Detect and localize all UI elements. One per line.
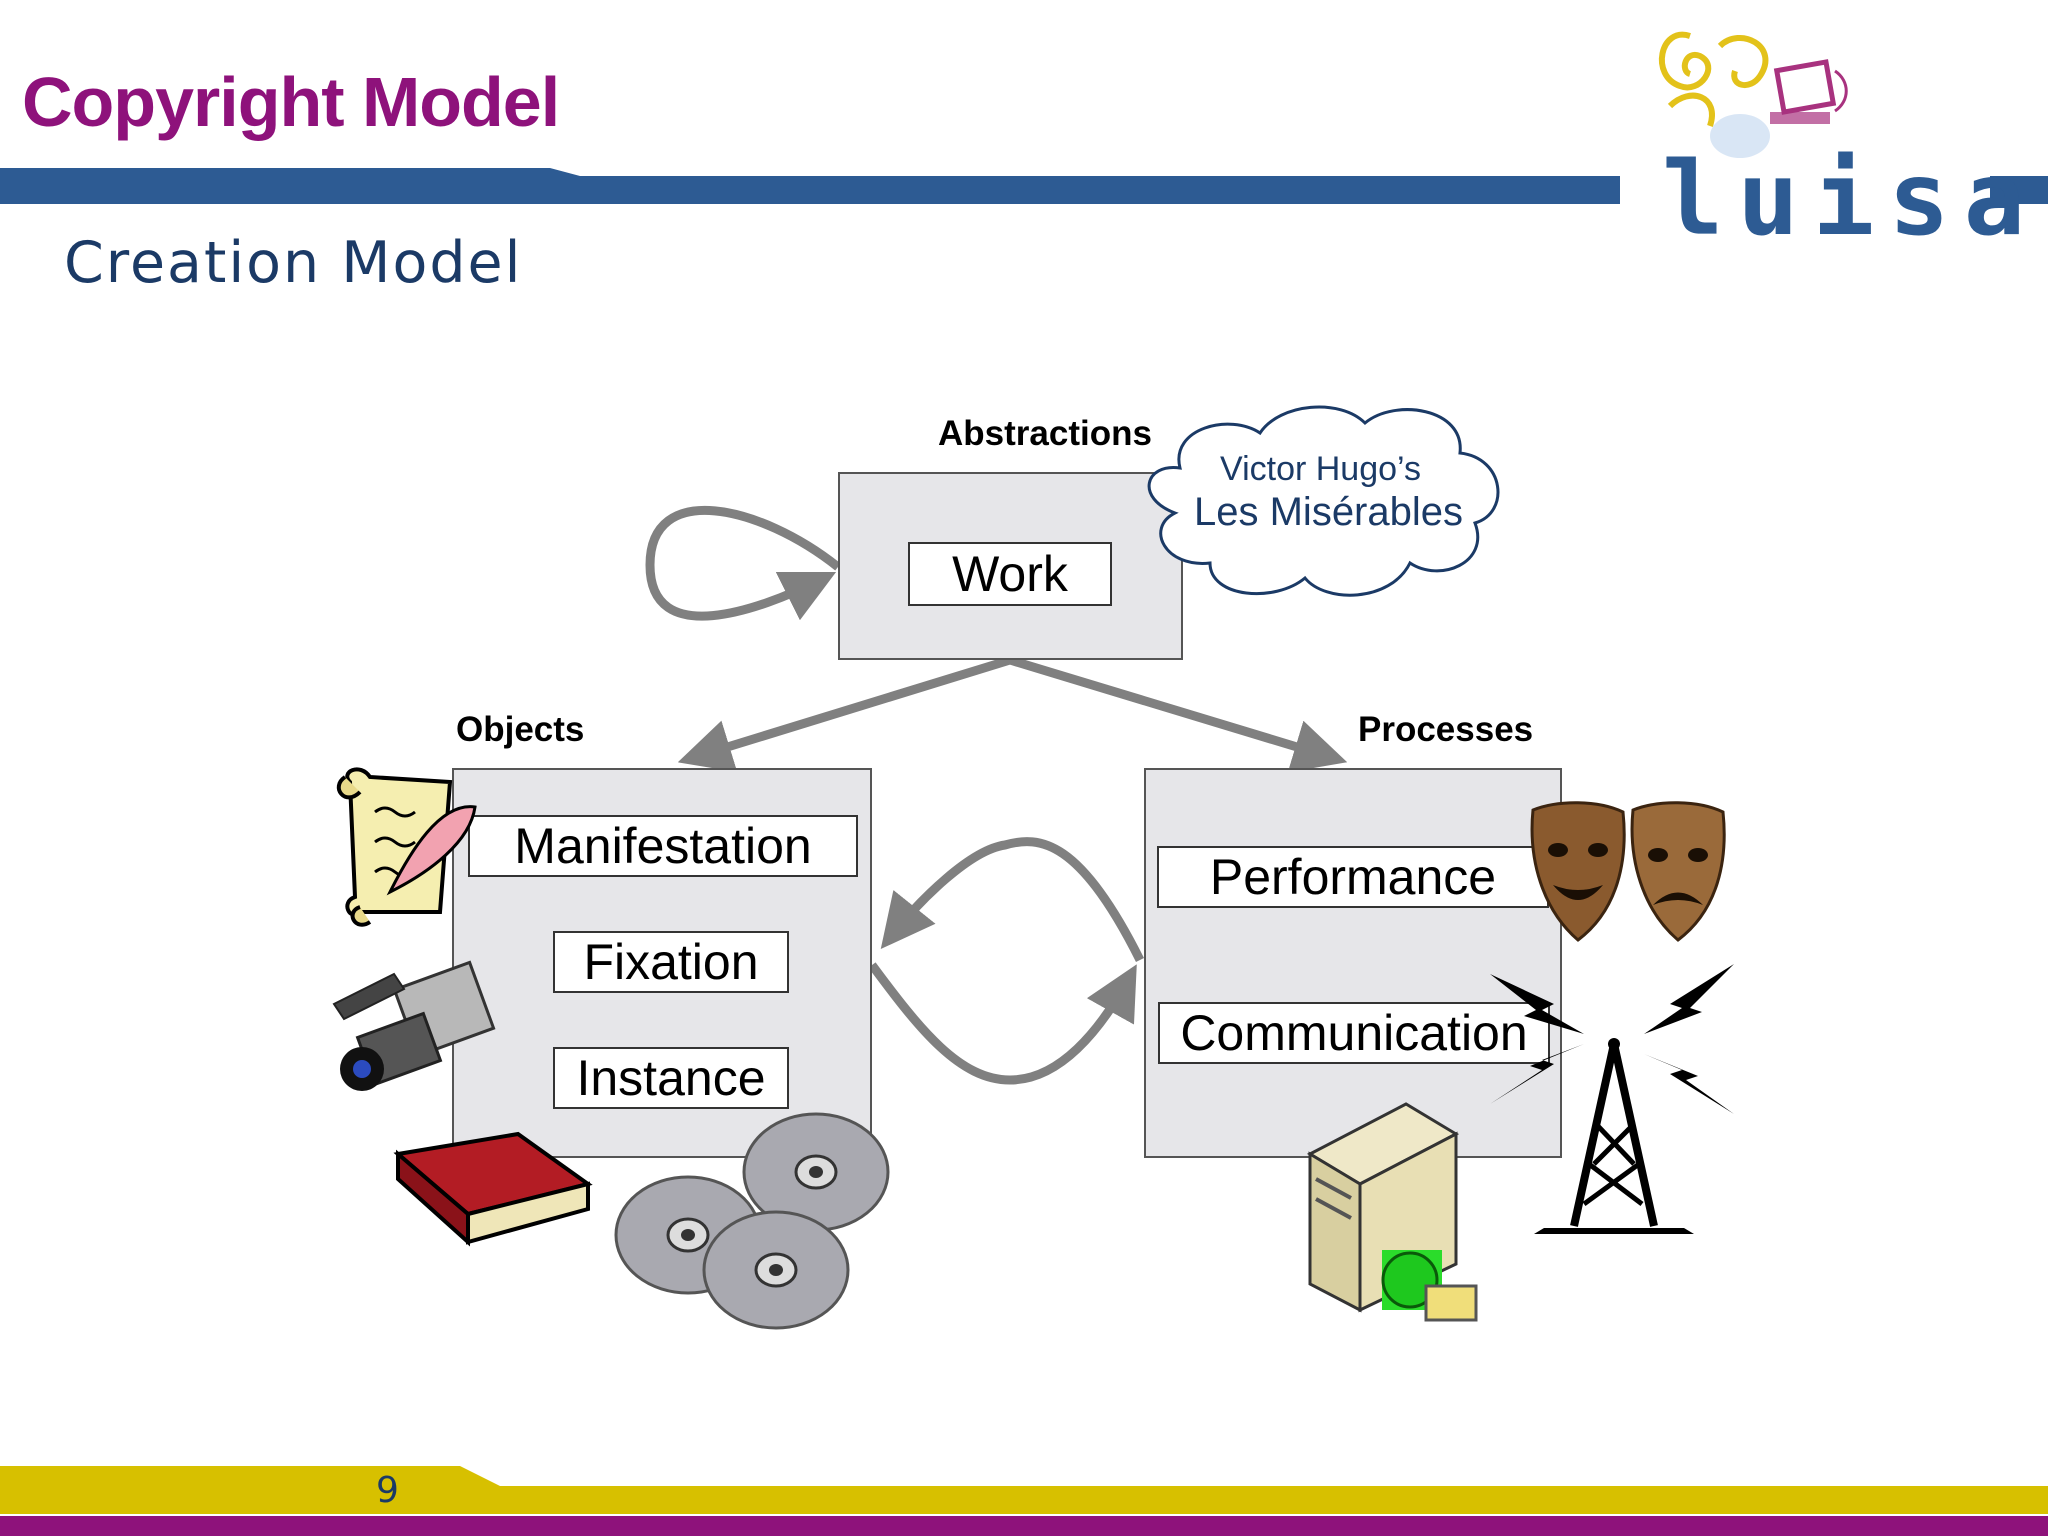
theatre-masks-icon [1530, 801, 1726, 942]
fixation-box: Fixation [553, 931, 789, 993]
cloud-line1: Victor Hugo’s [1220, 450, 1421, 488]
processes-panel [1144, 768, 1562, 1158]
footer-bar [0, 1466, 2048, 1536]
logo-text: luisa [1662, 140, 2040, 259]
luisa-logo-icon [1659, 31, 1848, 158]
abstractions-label: Abstractions [938, 414, 1152, 453]
server-icon [1306, 1102, 1478, 1322]
page-number: 9 [376, 1470, 399, 1511]
slide-subtitle: Creation Model [64, 230, 523, 296]
header-bar [0, 168, 2048, 204]
cd-discs-icon [614, 1112, 890, 1330]
book-icon [393, 1131, 593, 1247]
processes-label: Processes [1358, 710, 1534, 749]
slide-title: Copyright Model [22, 63, 560, 141]
video-camera-icon [332, 960, 496, 1091]
manifestation-box: Manifestation [468, 815, 858, 877]
communication-box: Communication [1158, 1002, 1550, 1064]
performance-box: Performance [1157, 846, 1549, 908]
scroll-quill-icon [336, 767, 477, 927]
instance-box: Instance [553, 1047, 789, 1109]
cloud-icon [1147, 405, 1500, 597]
radio-tower-icon [1490, 964, 1734, 1234]
work-box: Work [908, 542, 1112, 606]
objects-label: Objects [456, 710, 585, 749]
cloud-line2: Les Misérables [1194, 490, 1464, 534]
